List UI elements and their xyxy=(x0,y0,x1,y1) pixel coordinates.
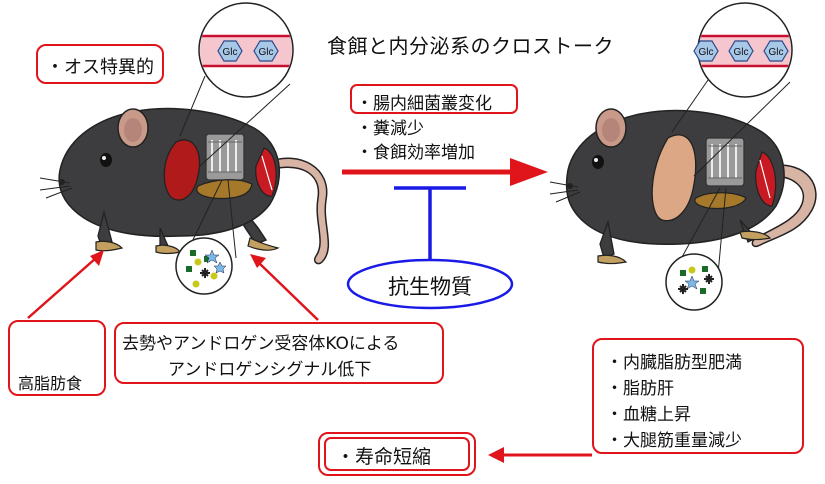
castration-arrowhead xyxy=(250,254,266,268)
right-mouse-visceral-fat xyxy=(651,134,697,222)
outcome-blood-glucose: ・血糖上昇 xyxy=(606,405,691,425)
right-glc-1: Glc xyxy=(693,40,719,62)
right-mouse-thigh-muscle xyxy=(755,151,777,207)
castration-box xyxy=(114,322,444,384)
lifespan-label: ・寿命短縮 xyxy=(336,446,432,468)
left-blood-vessel-inset: Glc Glc xyxy=(198,2,294,98)
castration-line-1: 去勢やアンドロゲン受容体KOによる xyxy=(122,334,400,354)
right-mouse-liver xyxy=(694,192,747,210)
castration-arrow xyxy=(257,261,319,321)
outcomes-box xyxy=(592,338,804,454)
left-gut-microbiota-inset xyxy=(175,237,233,295)
antibiotics-label: 抗生物質 xyxy=(388,275,472,299)
right-glc-3: Glc xyxy=(763,40,789,62)
svg-text:Glc: Glc xyxy=(223,47,238,58)
left-mouse-visceral-fat xyxy=(163,139,201,201)
antibiotics-ellipse xyxy=(346,258,514,310)
effect-feed-efficiency: ・食餌効率増加 xyxy=(356,143,475,163)
high-fat-arrow xyxy=(27,257,97,319)
high-fat-diet-label: 高脂肪食 xyxy=(18,374,83,393)
male-specific-label: ・オス特異的 xyxy=(46,57,154,78)
high-fat-diet-box xyxy=(8,320,106,396)
right-mouse-intestine xyxy=(705,137,745,187)
effect-feces: ・糞減少 xyxy=(356,119,424,139)
diagram-title: 食餌と内分泌系のクロストーク xyxy=(327,34,614,58)
svg-text:Glc: Glc xyxy=(259,47,274,58)
castration-line-2: アンドロゲンシグナル低下 xyxy=(168,360,372,380)
right-blood-vessel-inset: Glc Glc Glc xyxy=(693,2,793,98)
gut-flora-box xyxy=(350,84,518,114)
lifespan-arrowhead xyxy=(488,447,504,463)
svg-text:Glc: Glc xyxy=(699,47,714,58)
outcome-thigh-muscle: ・大腿筋重量減少 xyxy=(606,431,742,451)
right-glc-2: Glc xyxy=(728,40,754,62)
outcome-visceral-obesity: ・内臓脂肪型肥満 xyxy=(606,353,742,373)
right-mouse-tail xyxy=(751,164,817,248)
male-specific-box xyxy=(36,44,164,84)
svg-text:Glc: Glc xyxy=(734,47,749,58)
left-glc-1: Glc xyxy=(217,40,243,62)
left-mouse: Glc Glc xyxy=(39,2,330,295)
high-fat-arrowhead xyxy=(90,250,104,266)
right-gut-microbiota-inset xyxy=(665,253,723,311)
right-mouse: Glc Glc Glc xyxy=(549,2,817,311)
svg-text:Glc: Glc xyxy=(769,47,784,58)
outcome-fatty-liver: ・脂肪肝 xyxy=(606,379,674,399)
effect-gut-flora: ・腸内細菌叢変化 xyxy=(356,94,492,114)
left-mouse-thigh-muscle xyxy=(255,147,277,197)
left-mouse-liver xyxy=(196,179,253,200)
main-red-arrowhead xyxy=(510,158,548,186)
left-glc-2: Glc xyxy=(253,40,279,62)
lifespan-box-inner xyxy=(324,437,470,471)
